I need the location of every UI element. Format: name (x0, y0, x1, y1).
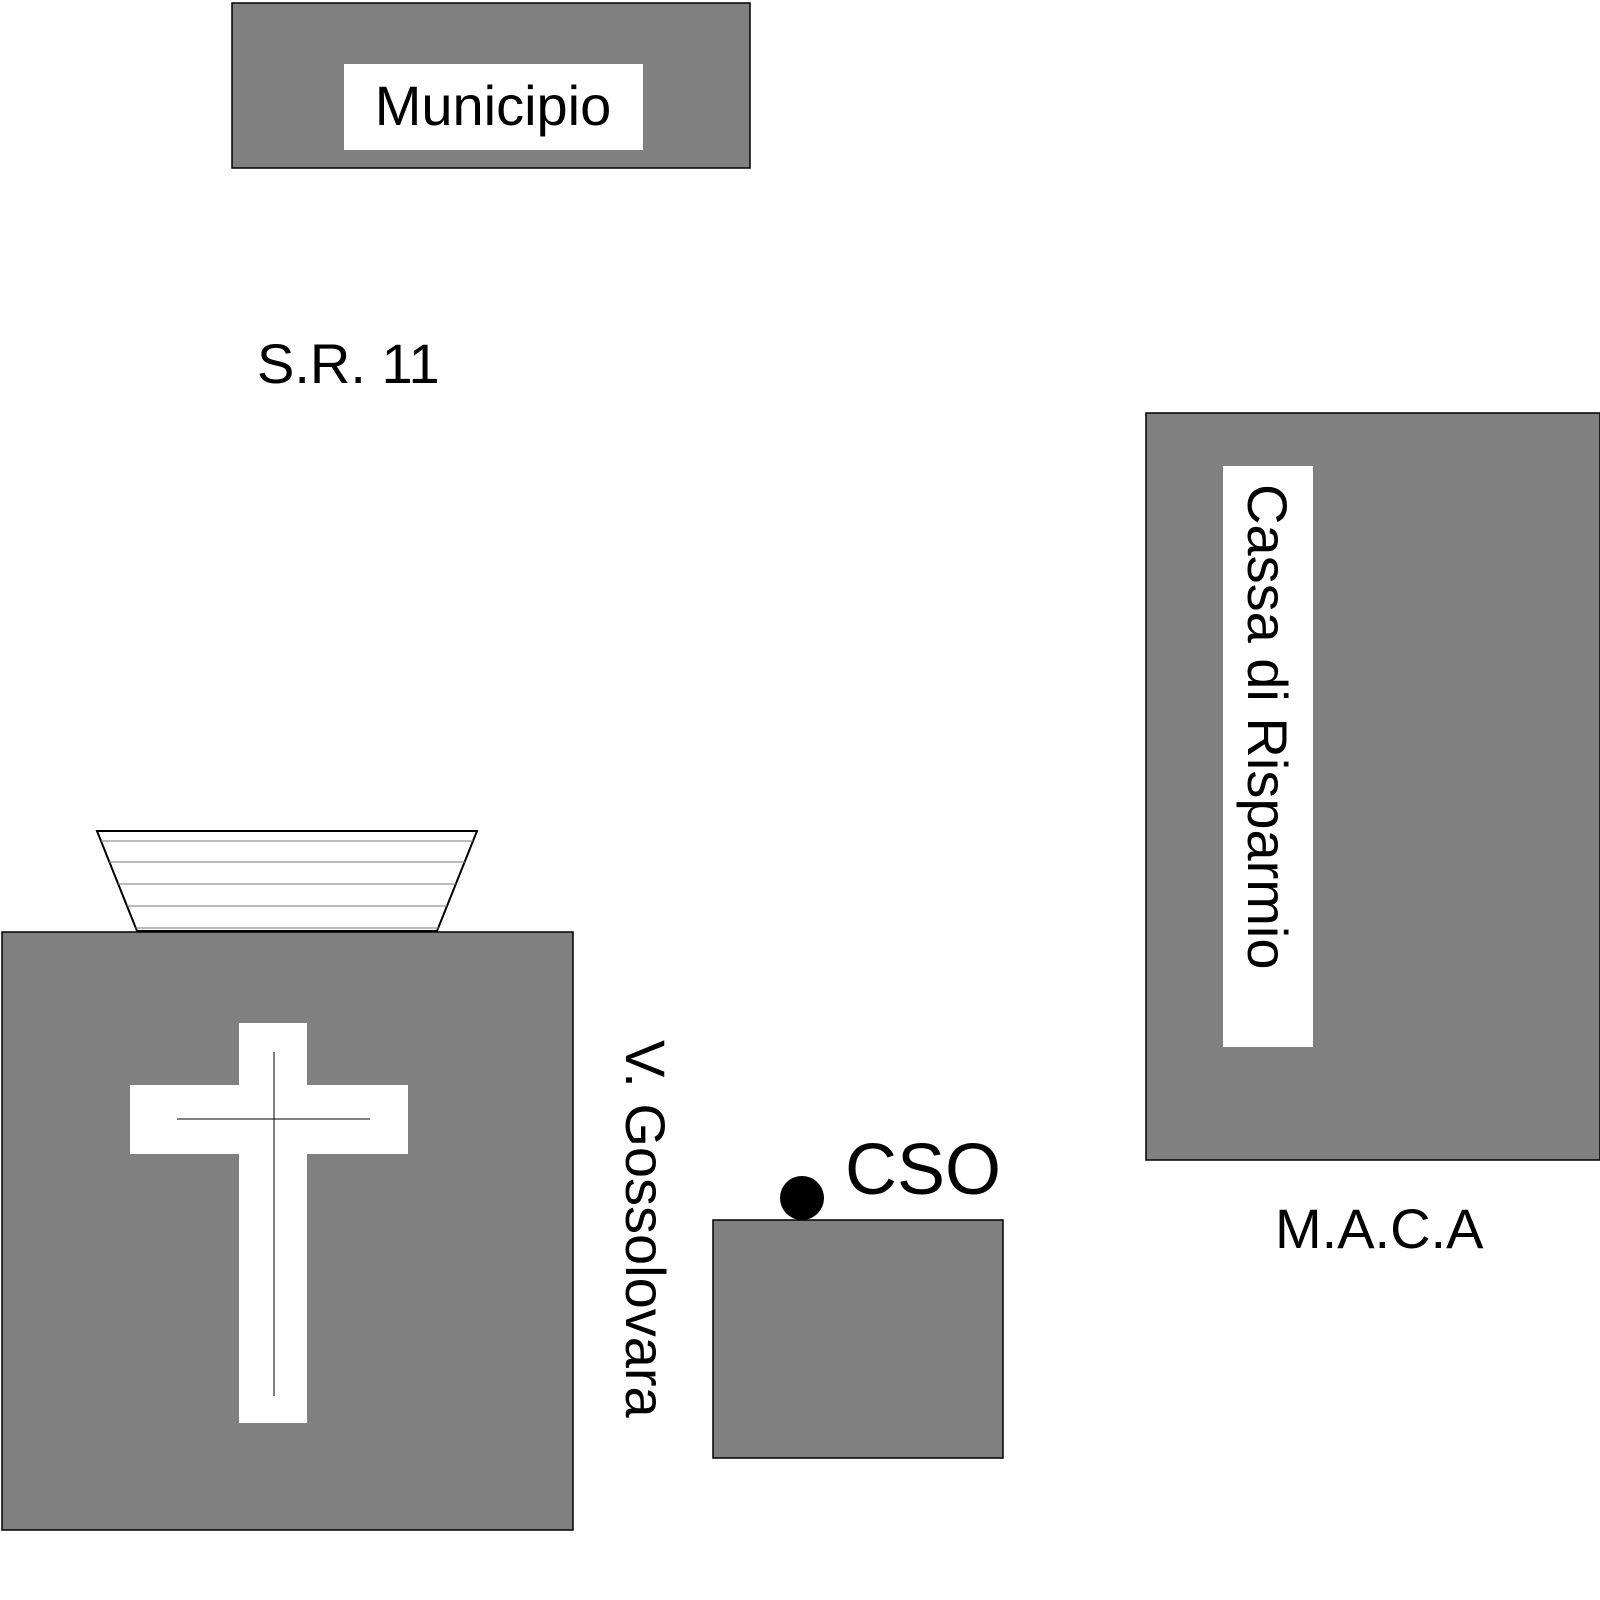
municipio-building: Municipio (231, 2, 751, 169)
cassa-label: Cassa di Risparmio (1236, 484, 1299, 970)
street-label-sr11: S.R. 11 (257, 332, 440, 395)
church-cross-icon (130, 1023, 408, 1423)
church-building (1, 830, 574, 1531)
cso-building: CSO (712, 1130, 1004, 1459)
cso-label: CSO (845, 1130, 1001, 1210)
street-label-gossolovara: V. Gossolovara (614, 1040, 677, 1419)
cso-location-marker-icon (780, 1176, 824, 1220)
municipio-label: Municipio (375, 74, 612, 137)
cassa-di-risparmio-building: Cassa di Risparmio (1145, 412, 1600, 1161)
maca-label: M.A.C.A (1275, 1197, 1484, 1260)
church-steps-icon (95, 830, 479, 932)
